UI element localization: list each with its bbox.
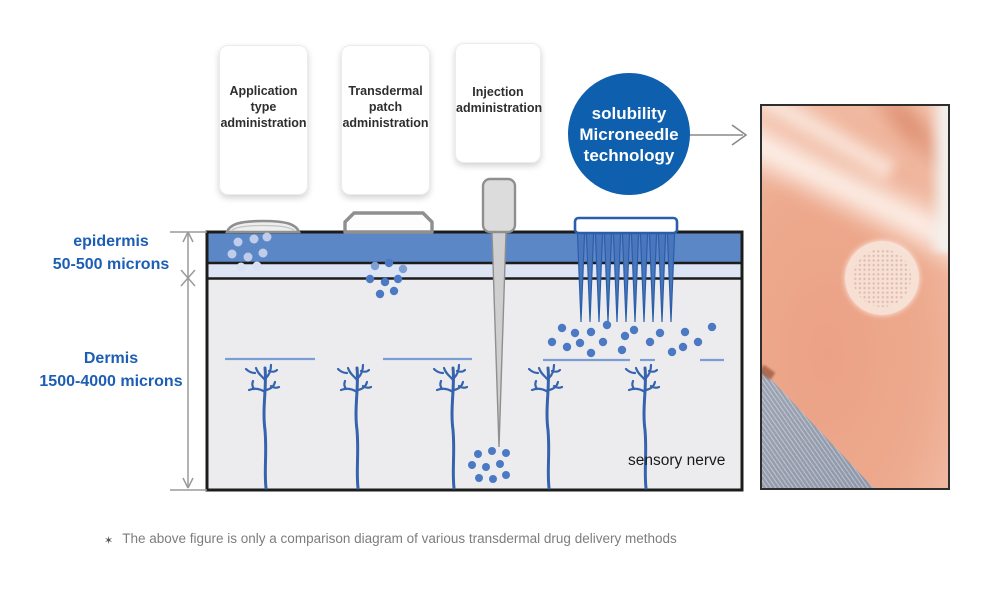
- epidermis-label: epidermis 50-500 microns: [26, 230, 196, 276]
- microneedle-patch-dot-grid: [853, 249, 911, 307]
- drug-particles-injection: [468, 447, 510, 483]
- card-application-type: Application type administration: [219, 45, 308, 195]
- nerve-depth-lines: [225, 357, 724, 362]
- skin-outline: [205, 230, 744, 492]
- transdermal-patch-icon: [343, 211, 434, 234]
- arrow-right-icon: [688, 124, 748, 146]
- skin-cross-section-diagram: [170, 177, 744, 492]
- syringe-icon: [481, 177, 517, 448]
- cream-applicator-icon: [225, 219, 301, 234]
- epidermis-range: 50-500 microns: [52, 256, 170, 273]
- skin-photo: [760, 104, 950, 490]
- dimension-lines: [170, 231, 207, 491]
- sensory-nerve-caption: sensory nerve: [628, 452, 726, 469]
- drug-particles-cream: [227, 232, 272, 272]
- dermis-range: 1500-4000 microns: [39, 373, 183, 390]
- footnote-text: The above figure is only a comparison di…: [122, 531, 677, 546]
- footnote-star-icon: ✶: [104, 535, 114, 547]
- card-transdermal-patch: Transdermal patch administration: [341, 45, 430, 195]
- dermis-label: Dermis 1500-4000 microns: [26, 347, 196, 393]
- dermis-name: Dermis: [83, 350, 139, 367]
- microneedle-patch-photo: [845, 241, 919, 315]
- microneedle-array-icon: [573, 216, 679, 323]
- card-injection: Injection administration: [455, 43, 542, 163]
- footnote: ✶ The above figure is only a comparison …: [104, 531, 677, 547]
- drug-particles-microneedle: [547, 320, 717, 358]
- microneedle-technology-bubble: solubility Microneedle technology: [568, 73, 690, 195]
- photo-background-strip: [928, 106, 948, 252]
- drug-particles-patch: [365, 258, 408, 299]
- epidermis-name: epidermis: [73, 233, 149, 250]
